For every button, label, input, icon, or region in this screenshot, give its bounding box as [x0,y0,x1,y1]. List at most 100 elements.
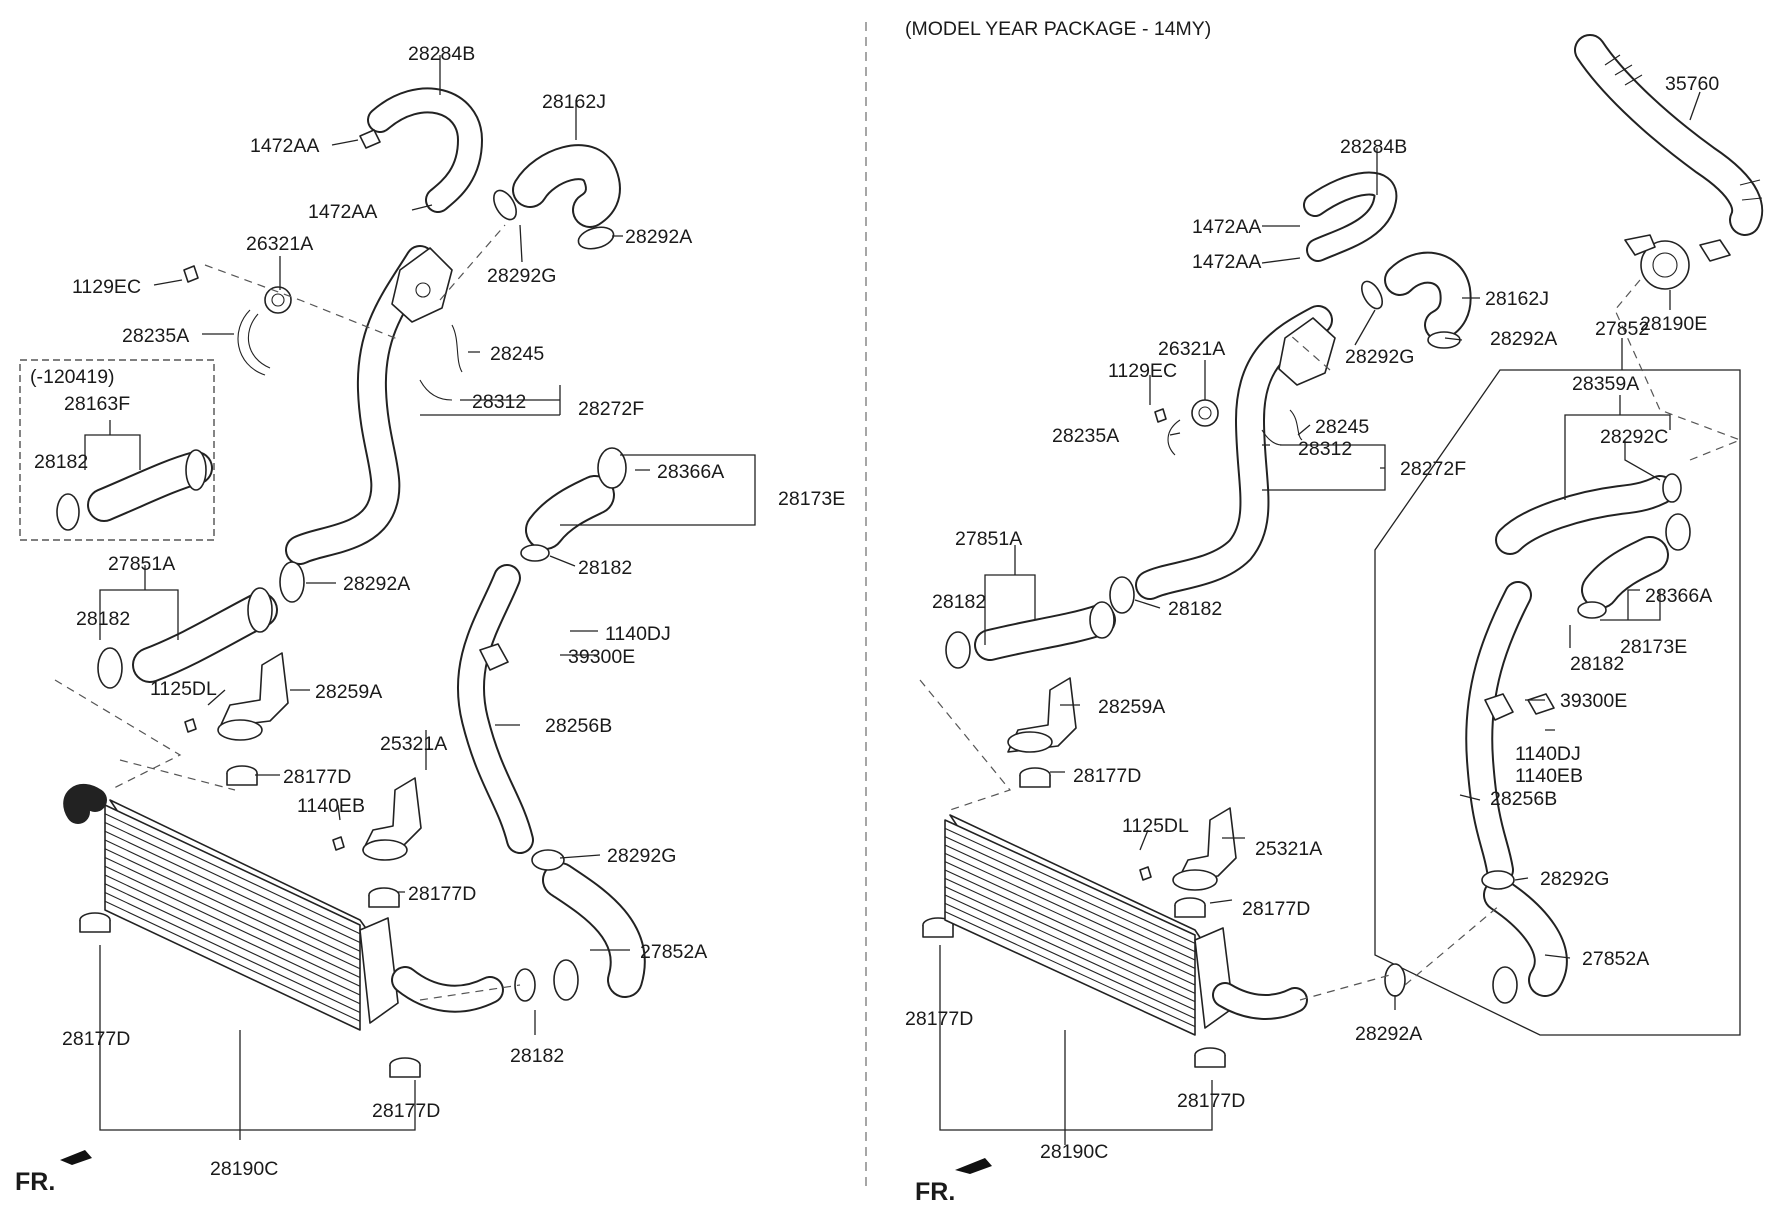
charge-pipe-28272F-right [1135,305,1336,600]
callout-28292G: 28292G [607,845,676,867]
clamp-28292G-top-right [1360,280,1384,310]
callout-28177D: 28177D [1242,898,1310,920]
callout-28163F: 28163F [64,393,130,415]
cooling-fin [104,883,361,1005]
cooling-fin [944,886,1196,1003]
callout-28182: 28182 [932,591,986,613]
sensor-26321A [183,265,292,376]
callout-28284B: 28284B [408,43,475,65]
callout-1472AA: 1472AA [250,135,319,157]
callout-1125DL: 1125DL [1122,815,1189,837]
cooling-fin [944,894,1196,1011]
outlet-pipe-right [1212,982,1308,1020]
callout-28292A: 28292A [625,226,692,248]
callout-28292G: 28292G [1540,868,1609,890]
callout-28162J: 28162J [1485,288,1549,310]
callout-28256B: 28256B [545,715,612,737]
callout-1125DL: 1125DL [150,678,217,700]
mount-28177D-d [389,1057,421,1078]
callout-28182: 28182 [510,1045,564,1067]
cooling-fin [944,836,1196,953]
callout-28245: 28245 [490,343,544,365]
tube-28312 [419,379,453,401]
callout-28177D: 28177D [408,883,476,905]
leader-lines-left [84,55,756,1140]
left-panel: FR. 28284B 1472AA 1472AA 28162J 28292A 2… [15,43,845,1196]
dashed-guide-right-d [1299,904,1501,1001]
cooling-fin [104,900,361,1022]
mount-28177D-right-c [922,917,954,938]
callout-25321A: 25321A [380,733,447,755]
callout-27852A: 27852A [640,941,707,963]
sensor-26321A-right [1154,399,1219,456]
callout-28182: 28182 [578,557,632,579]
hose-28173E [520,447,627,562]
tube-28245 [451,324,463,373]
callout-28173E: 28173E [1620,636,1687,658]
cooling-fin [104,822,361,943]
callout-28292A: 28292A [343,573,410,595]
hose-28256B-right [1465,581,1555,884]
callout-1472AA: 1472AA [308,201,377,223]
callout-28245: 28245 [1315,416,1369,438]
callout-revision-120419: (-120419) [30,366,115,388]
callout-28312: 28312 [1298,438,1352,460]
callout-28177D: 28177D [372,1100,440,1122]
cooling-fin [104,813,361,935]
dashed-guide-right-c [919,679,1012,811]
callout-28190E: 28190E [1640,313,1707,335]
cooling-fin [944,844,1196,961]
callout-28177D: 28177D [1073,765,1141,787]
callout-1140DJ: 1140DJ [605,623,671,645]
callout-25321A: 25321A [1255,838,1322,860]
callout-28259A: 28259A [315,681,382,703]
callout-28177D: 28177D [905,1008,973,1030]
callout-28190C: 28190C [210,1158,278,1180]
clamp-28292G-top [493,189,517,221]
dashed-guide-left-b [439,224,506,301]
hose-28284B [359,87,483,213]
front-marker-label: FR. [15,1168,55,1196]
callout-28162J: 28162J [542,91,606,113]
tube-28245-right [1289,409,1303,441]
cooling-fin [104,839,361,961]
cooling-fin [104,865,361,987]
callout-1129EC: 1129EC [1108,360,1177,382]
dashed-guide-left-c [54,679,182,791]
callout-39300E: 39300E [568,646,635,668]
callout-27851A: 27851A [108,553,175,575]
cooling-fin [104,857,361,978]
hose-28359A [1495,475,1675,555]
cooling-fin [944,861,1196,978]
hose-28162J-right [1384,251,1472,341]
clamp-28292A-bot-right [1384,963,1406,997]
front-direction-arrow-icon [60,1150,92,1165]
hose-27851A [97,587,278,689]
panel-header-model-year: (MODEL YEAR PACKAGE - 14MY) [905,18,1211,40]
callout-28292G: 28292G [487,265,556,287]
callout-39300E: 39300E [1560,690,1627,712]
assembly-outline-27852 [1374,369,1741,1036]
cooling-fin [104,892,361,1013]
cooling-fin [944,827,1196,944]
dashed-guide-left-d [119,759,236,791]
cooling-fin [944,852,1196,969]
callout-27852A: 27852A [1582,948,1649,970]
leader-lines-right [939,91,1701,1145]
callout-26321A: 26321A [246,233,313,255]
intercooler-28190C-right [944,814,1234,1036]
bracket-28259A-right [1007,677,1077,753]
callout-28182: 28182 [76,608,130,630]
cooling-fin [104,874,361,996]
cooling-fin [104,830,361,952]
callout-35760: 35760 [1665,73,1719,95]
hose-28284B-right [1303,171,1398,262]
mount-28177D-right-a [1019,767,1051,788]
cooling-fin [944,911,1196,1028]
callout-28359A: 28359A [1572,373,1639,395]
bracket-25321A-right [1139,807,1237,891]
callout-28366A: 28366A [657,461,724,483]
intercooler-28190C [63,783,399,1031]
hose-28256B [457,564,534,854]
